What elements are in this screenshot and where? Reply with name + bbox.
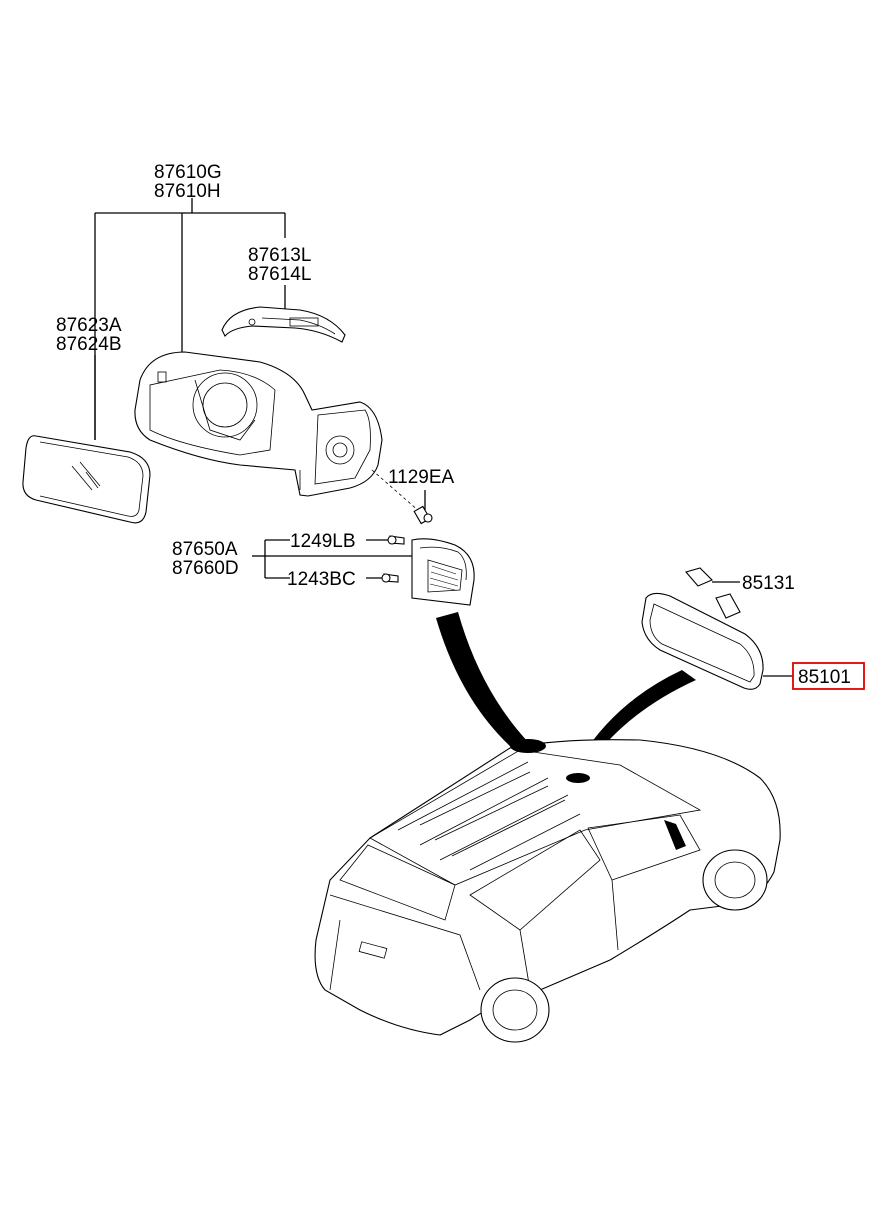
bracket-leaders [252,539,412,579]
mirror-glass [22,435,151,524]
location-pointers [436,612,696,760]
label-glass-a: 87623A [56,315,122,336]
label-screw-upper: 1249LB [290,531,356,552]
label-housing-a: 87610G [154,162,222,183]
mirror-cover-cap [221,306,346,343]
label-screw-lower: 1243BC [287,569,356,590]
screw-1129ea [371,469,433,525]
label-screw: 1129EA [388,467,455,488]
label-cover-a: 87613L [248,245,311,266]
label-inside-mirror-clip: 85131 [742,573,795,594]
screw-1243bc [381,573,399,583]
mirror-housing [134,351,383,497]
label-bracket-b: 87660D [172,558,239,579]
highlight-box-85101[interactable] [792,662,865,690]
label-bracket-a: 87650A [172,539,238,560]
label-glass-b: 87624B [56,334,122,355]
vehicle-illustration [314,739,781,1043]
leader-lines-housing [94,198,426,510]
mirror-bracket [411,538,475,606]
inside-rear-view-mirror [641,592,793,690]
label-inside-mirror[interactable]: 85101 [798,667,851,688]
screw-1249lb [387,535,405,545]
label-cover-b: 87614L [248,264,311,285]
inside-mirror-clip [685,567,741,619]
label-housing-b: 87610H [154,181,221,202]
